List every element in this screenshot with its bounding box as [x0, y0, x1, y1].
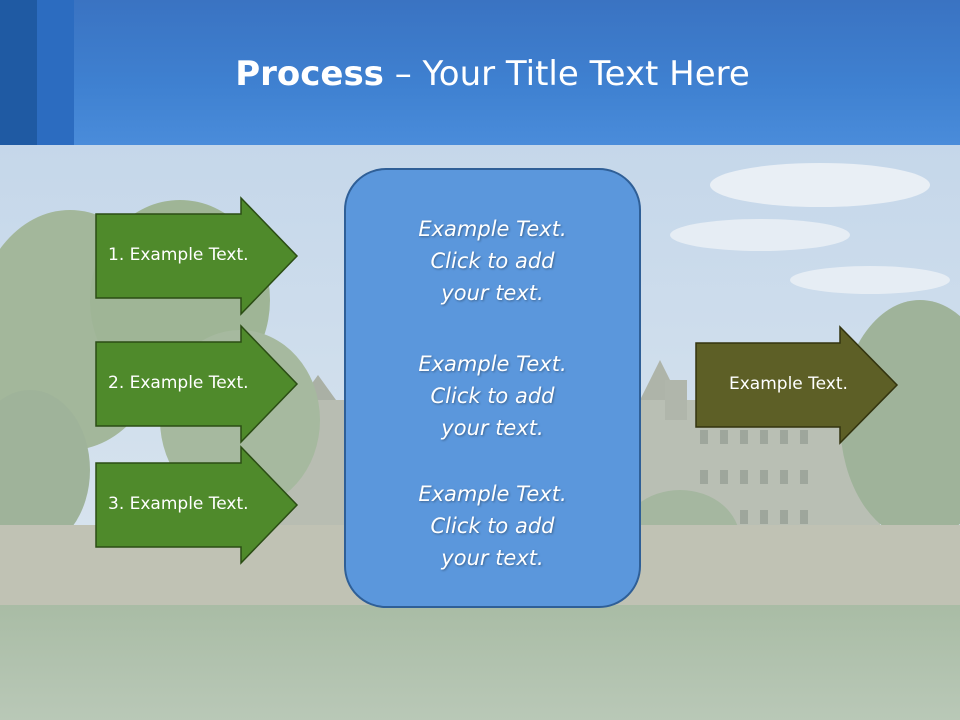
arrow-shape	[95, 445, 299, 565]
title-banner: Process – Your Title Text Here	[0, 0, 960, 145]
item-instruction: Click to add	[430, 514, 555, 538]
center-text-item-2: Example Text. Click to add your text.	[346, 348, 639, 444]
item-instruction: Click to add	[430, 384, 555, 408]
arrow-label: Example Text.	[729, 374, 848, 394]
title-rest-text: – Your Title Text Here	[383, 54, 750, 94]
center-text-item-1: Example Text. Click to add your text.	[346, 213, 639, 309]
arrow-label: 3. Example Text.	[108, 494, 249, 514]
item-instruction-cont: your text.	[441, 281, 544, 305]
item-heading: Example Text.	[418, 352, 567, 376]
item-instruction-cont: your text.	[441, 416, 544, 440]
item-instruction-cont: your text.	[441, 546, 544, 570]
slide-title[interactable]: Process – Your Title Text Here	[0, 52, 960, 96]
arrow-label: 2. Example Text.	[108, 373, 249, 393]
arrow-label: 1. Example Text.	[108, 245, 249, 265]
banner-accent-stripe	[37, 0, 74, 145]
item-instruction: Click to add	[430, 249, 555, 273]
arrow-shape	[95, 196, 299, 316]
center-text-box[interactable]: Example Text. Click to add your text. Ex…	[344, 168, 641, 608]
step-arrow-1[interactable]: 1. Example Text.	[95, 196, 300, 316]
step-arrow-3[interactable]: 3. Example Text.	[95, 445, 300, 565]
arrow-shape	[95, 324, 299, 444]
step-arrow-2[interactable]: 2. Example Text.	[95, 324, 300, 444]
banner-accent-stripe	[0, 0, 37, 145]
item-heading: Example Text.	[418, 482, 567, 506]
arrow-shape	[695, 325, 899, 445]
result-arrow[interactable]: Example Text.	[695, 325, 900, 445]
center-text-item-3: Example Text. Click to add your text.	[346, 478, 639, 574]
item-heading: Example Text.	[418, 217, 567, 241]
title-bold-text: Process	[235, 54, 384, 94]
